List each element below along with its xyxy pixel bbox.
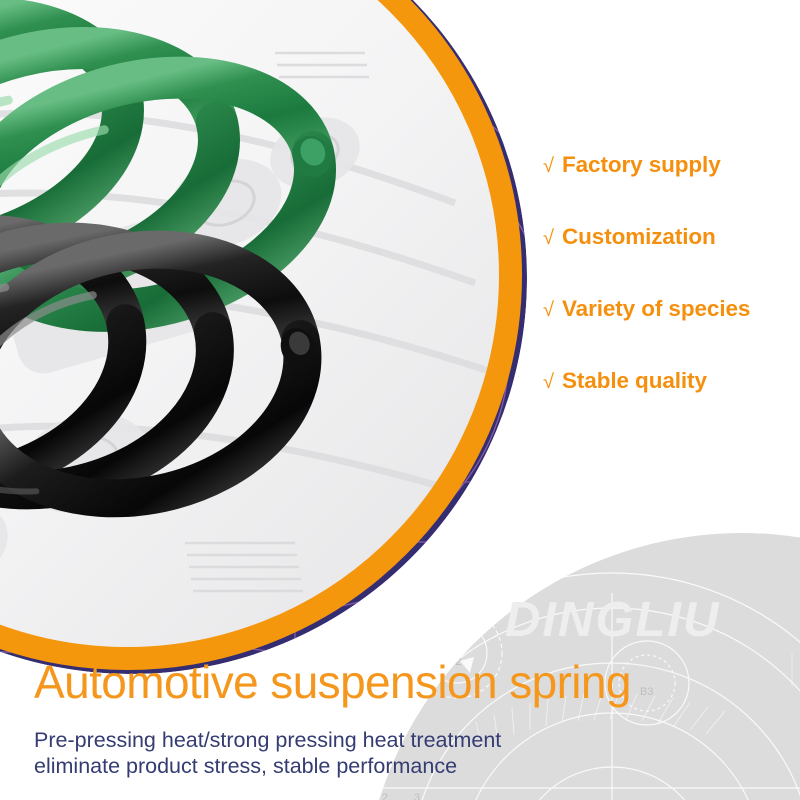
feature-item: √ Stable quality xyxy=(543,368,793,394)
check-icon: √ xyxy=(543,227,554,249)
check-icon: √ xyxy=(543,371,554,393)
check-icon: √ xyxy=(543,299,554,321)
svg-text:B2: B2 xyxy=(448,656,461,668)
feature-list: √ Factory supply √ Customization √ Varie… xyxy=(543,152,793,440)
product-subtitle: Pre-pressing heat/strong pressing heat t… xyxy=(34,727,501,779)
svg-text:B3: B3 xyxy=(640,686,653,698)
feature-label: Stable quality xyxy=(561,368,707,393)
feature-item: √ Customization xyxy=(543,224,793,250)
feature-label: Customization xyxy=(561,224,716,249)
feature-item: √ Variety of species xyxy=(543,296,793,322)
subtitle-line-2: eliminate product stress, stable perform… xyxy=(34,754,458,778)
product-headline: Automotive suspension spring xyxy=(34,656,631,708)
feature-label: Variety of species xyxy=(561,296,751,321)
grey-blueprint-artwork: B2 B3 2 3 4 K1 xyxy=(362,572,800,800)
svg-text:2: 2 xyxy=(382,792,388,800)
svg-text:3: 3 xyxy=(414,792,420,800)
brand-watermark: DINGLIU xyxy=(505,593,721,647)
check-icon: √ xyxy=(543,155,554,177)
feature-item: √ Factory supply xyxy=(543,152,793,178)
feature-label: Factory supply xyxy=(561,152,721,177)
subtitle-line-1: Pre-pressing heat/strong pressing heat t… xyxy=(34,728,502,752)
